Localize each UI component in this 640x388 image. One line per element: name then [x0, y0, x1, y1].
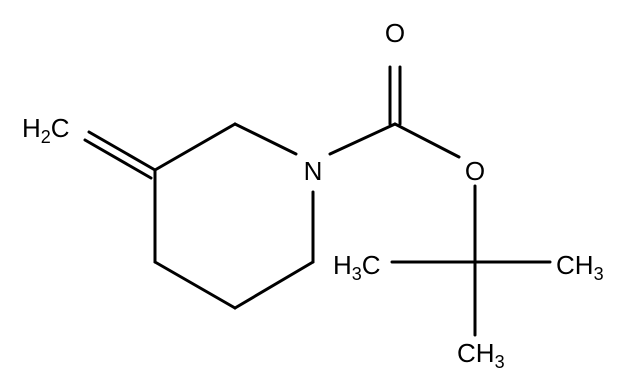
bond-methylene-a [87, 130, 157, 172]
bond-c4-c5 [153, 260, 237, 310]
methylene-label-tail: C [51, 113, 70, 143]
methyl-left-label-tail: C [362, 250, 381, 280]
methylene-label: H2C [22, 113, 70, 147]
methylene-label-sub: 2 [41, 127, 51, 147]
methyl-right-label-main: CH [556, 250, 594, 280]
methyl-right-label: CH3 [556, 250, 604, 284]
methyl-bottom-label: CH3 [457, 338, 505, 372]
methyl-bottom-label-sub: 3 [495, 352, 505, 372]
methyl-left-label: H3C [333, 250, 381, 284]
methyl-left-label-sub: 3 [352, 264, 362, 284]
bond-methylene-b [83, 138, 153, 180]
ring-nitrogen-label: N [304, 156, 323, 186]
bond-c2-c3 [153, 122, 237, 172]
bond-carbonyl-oxygen [393, 122, 461, 159]
methylene-label-main: H [22, 113, 41, 143]
methyl-bottom-label-main: CH [457, 338, 495, 368]
bond-c5-c6 [233, 260, 315, 310]
bond-n-carbonyl [328, 122, 397, 156]
carbonyl-oxygen-label: O [385, 18, 405, 48]
methyl-left-label-main: H [333, 250, 352, 280]
ester-oxygen-label: O [465, 156, 485, 186]
methyl-right-label-sub: 3 [594, 264, 604, 284]
bond-n-c2 [233, 122, 298, 156]
